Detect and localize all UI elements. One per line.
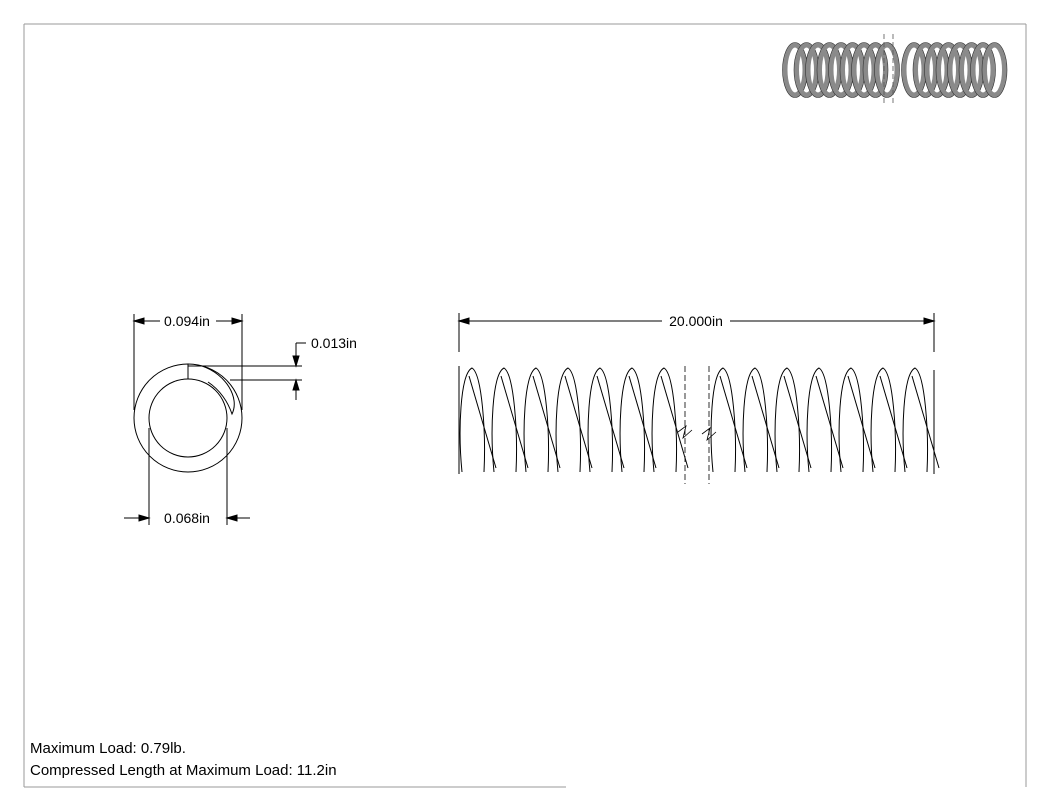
inner-diameter-label: 0.068in — [164, 510, 210, 526]
compressed-length-note: Compressed Length at Maximum Load: 11.2i… — [30, 762, 337, 779]
coil-turn — [742, 367, 768, 473]
preview-coil — [794, 42, 819, 98]
preview-coil — [805, 42, 831, 98]
coil-back-wire — [847, 375, 876, 469]
coil-back-wire — [911, 375, 940, 469]
preview-coil — [947, 42, 973, 98]
coil-back-wire — [783, 375, 812, 469]
outer-diameter-dimension — [132, 314, 244, 410]
coil-turn — [651, 367, 677, 473]
outer-diameter-label: 0.094in — [164, 313, 210, 329]
coil-back-wire — [815, 375, 844, 469]
spring-end-view — [133, 363, 243, 473]
preview-coil — [924, 42, 950, 98]
preview-coil — [982, 42, 1007, 98]
coil-back-wire — [660, 375, 689, 469]
preview-coil — [981, 42, 1008, 98]
coil-turn — [838, 367, 864, 473]
coil-turn — [710, 367, 736, 473]
preview-coil — [874, 42, 900, 98]
coil-turn — [491, 367, 517, 473]
coil-turn — [587, 367, 613, 473]
wire-diameter-dimension — [188, 342, 306, 400]
preview-coil — [874, 42, 900, 98]
preview-coil — [862, 42, 889, 98]
spring-preview-icon — [782, 34, 1008, 106]
coil-back-wire — [500, 375, 529, 469]
outer-diameter-circle — [133, 363, 243, 473]
coil-turn — [774, 367, 800, 473]
preview-coil — [863, 42, 888, 98]
free-length-dimension — [457, 313, 936, 352]
preview-coil — [840, 42, 865, 98]
max-load-note: Maximum Load: 0.79lb. — [30, 740, 186, 757]
preview-coil — [970, 42, 996, 98]
sheet-border — [23, 23, 1027, 788]
coil-turn — [870, 367, 896, 473]
coil-back-wire — [468, 375, 497, 469]
preview-coil — [817, 42, 842, 98]
coil-back-wire — [719, 375, 748, 469]
coil-back-wire — [564, 375, 593, 469]
preview-coil — [901, 42, 927, 98]
coil-back-wire — [751, 375, 780, 469]
preview-coil — [913, 42, 938, 98]
preview-coil — [936, 42, 961, 98]
preview-coil — [970, 42, 996, 98]
coil-back-wire — [532, 375, 561, 469]
preview-coil — [782, 42, 808, 98]
preview-coil — [959, 42, 984, 98]
wire-diameter-label: 0.013in — [311, 335, 357, 351]
spring-side-view — [458, 366, 940, 474]
coil-turn — [523, 367, 549, 473]
inner-diameter-circle — [148, 378, 228, 458]
coil-back-wire — [596, 375, 625, 469]
coil-back-wire — [628, 375, 657, 469]
inner-diameter-dimension — [124, 428, 250, 525]
coil-turn — [555, 367, 581, 473]
break-marks — [677, 366, 717, 484]
free-length-label: 20.000in — [669, 313, 723, 329]
coil-turn — [902, 367, 928, 473]
coil-turn — [619, 367, 645, 473]
preview-coil — [851, 42, 877, 98]
preview-coil — [828, 42, 854, 98]
coil-back-wire — [879, 375, 908, 469]
coil-turn — [806, 367, 832, 473]
coil-turn — [459, 367, 485, 473]
